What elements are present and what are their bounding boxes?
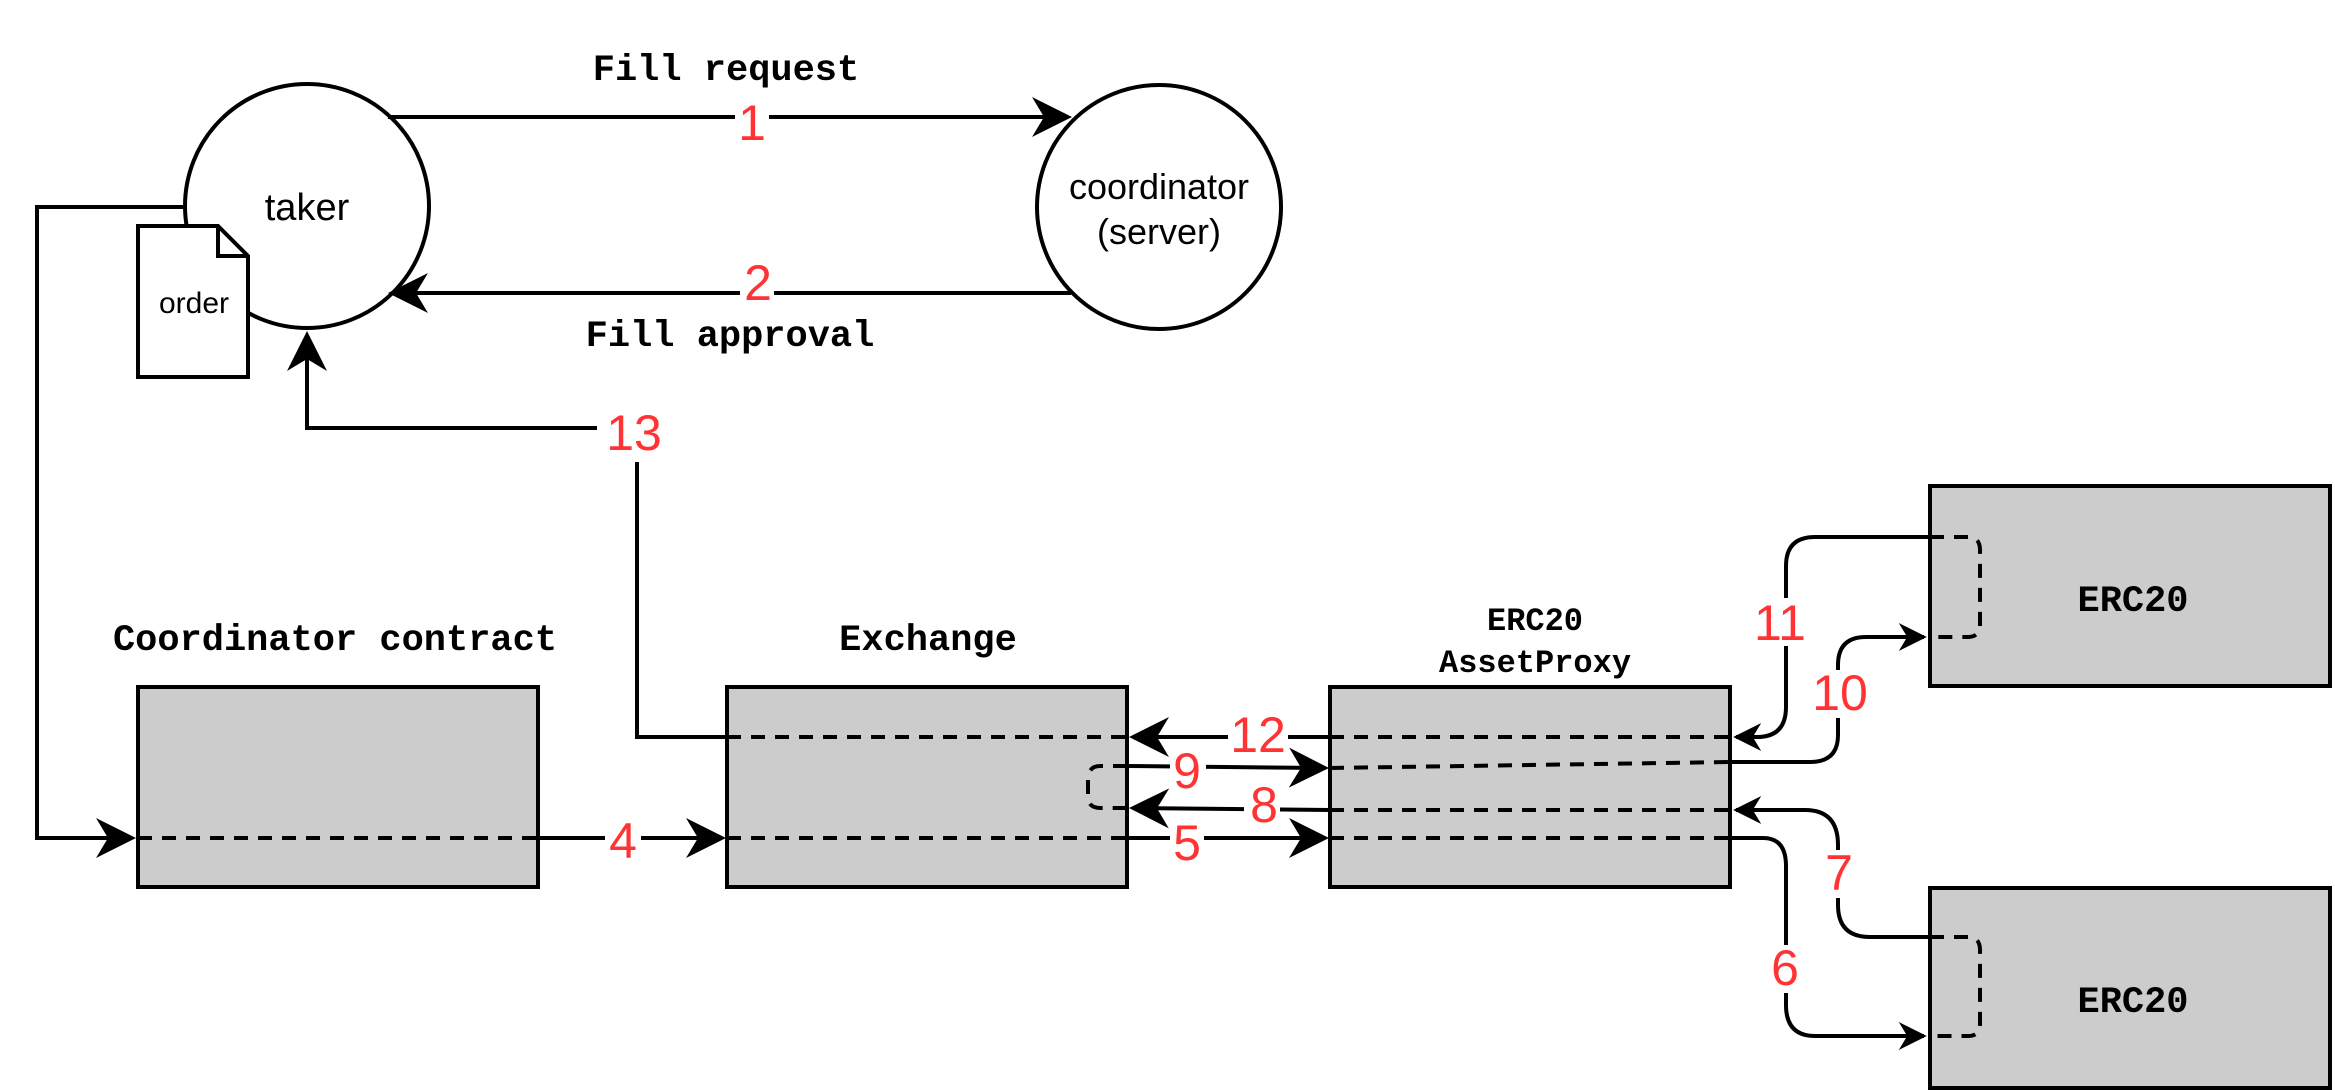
step-number: 10 (1812, 665, 1868, 721)
fill-request-label: Fill request (593, 50, 859, 92)
taker-label: taker (265, 187, 350, 229)
step-number: 5 (1173, 815, 1201, 871)
step-number: 13 (606, 405, 662, 461)
asset-proxy-label-line1: ERC20 (1487, 603, 1583, 640)
fill-approval-label: Fill approval (586, 316, 875, 358)
exchange-label: Exchange (839, 620, 1017, 662)
step-number: 2 (744, 255, 772, 311)
order-label: order (159, 287, 229, 320)
step-number: 11 (1754, 595, 1806, 651)
coordinator-contract-box: Coordinator contract (113, 620, 557, 889)
exchange-to-asset-proxy-edge-9 (1126, 747, 1329, 788)
fill-approval-edge: Fill approval (388, 273, 1071, 358)
step-number: 4 (609, 813, 637, 869)
erc20-top-box: ERC20 (1928, 484, 2332, 688)
asset-proxy-dashed-line-9 (1329, 760, 1731, 770)
fill-request-edge: Fill request (388, 50, 1072, 137)
erc20-bottom-box: ERC20 (1928, 886, 2332, 1090)
erc20-top-internal-loop (1930, 535, 1982, 639)
erc20-bottom-internal-loop (1930, 935, 1982, 1038)
exchange-to-taker-edge-upper (287, 331, 597, 430)
step-number: 9 (1173, 743, 1201, 799)
exchange-to-taker-edge (635, 462, 727, 739)
erc20-top-label: ERC20 (2077, 581, 2188, 623)
order-document-icon: order (136, 224, 250, 379)
asset-proxy-box: ERC20 AssetProxy (1328, 603, 1732, 889)
step-number: 1 (738, 95, 766, 151)
step-number: 8 (1250, 777, 1278, 833)
exchange-internal-loop (1086, 764, 1127, 810)
asset-proxy-to-exchange-edge-8 (1129, 788, 1331, 829)
asset-proxy-label-line2: AssetProxy (1439, 645, 1631, 682)
exchange-box: Exchange (725, 620, 1129, 889)
taker-to-coordinator-contract-edge (35, 205, 185, 858)
asset-proxy-to-erc20-bottom-edge (1730, 836, 1927, 1050)
coordinator-server-label: (server) (1097, 211, 1221, 252)
coordinator-label: coordinator (1069, 166, 1249, 207)
coordinator-contract-label: Coordinator contract (113, 620, 557, 662)
step-number: 6 (1771, 940, 1799, 996)
coordinator-server-node: coordinator (server) (1035, 83, 1283, 331)
erc20-bottom-label: ERC20 (2077, 982, 2188, 1024)
step-numbers: 1 2 4 5 6 7 8 9 10 11 12 13 (602, 95, 1868, 996)
step-number: 7 (1825, 845, 1853, 901)
step-number: 12 (1230, 707, 1286, 763)
